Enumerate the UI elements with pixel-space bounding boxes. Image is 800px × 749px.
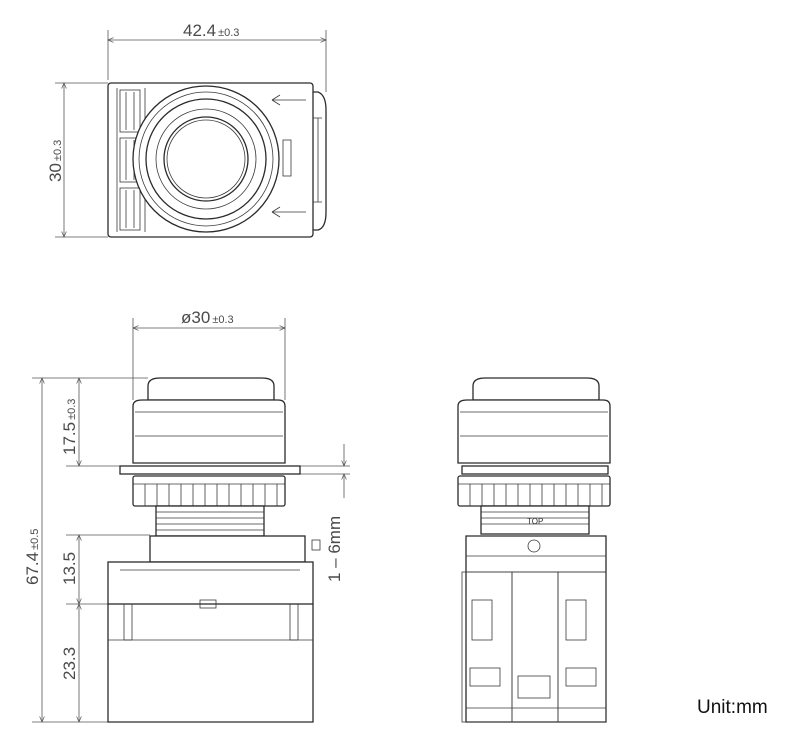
dim-total-height: 67.4±0.5: [23, 529, 42, 585]
nut-ridges: [144, 484, 278, 506]
top-marking: TOP: [527, 517, 543, 526]
dim-diameter: ø30±0.3: [181, 308, 234, 327]
dim-top-width: 42.4±0.3: [183, 21, 239, 40]
dim-button-height: 17.5±0.3: [60, 399, 79, 455]
front-view: ø30±0.3 17.5±0.3 67.4±0.5 13.5 23.3 1 – …: [23, 308, 350, 722]
dim-top-height: 30±0.3: [46, 140, 65, 182]
side-nut-ridges: [469, 484, 603, 506]
dim-block-height: 23.3: [60, 647, 79, 680]
dim-panel-range: 1 – 6mm: [325, 516, 344, 582]
unit-label: Unit:mm: [697, 697, 768, 718]
top-view: 42.4±0.3 30±0.3: [46, 21, 326, 237]
side-view: TOP: [457, 377, 611, 723]
dim-mount-height: 13.5: [60, 552, 79, 585]
